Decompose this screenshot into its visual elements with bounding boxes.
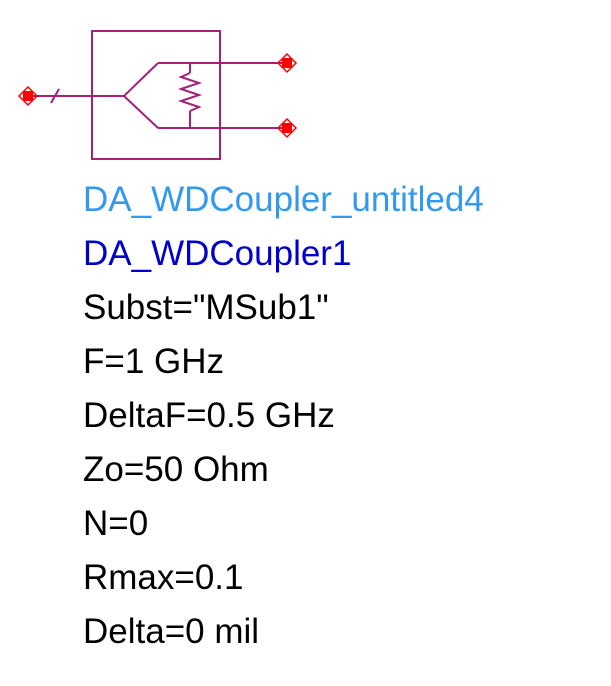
branch-lower — [123, 95, 159, 129]
pin-marker — [23, 91, 33, 101]
pin-marker — [282, 123, 292, 133]
param-f: F=1 GHz — [83, 342, 225, 381]
input-slash — [50, 88, 60, 104]
resistor-icon — [177, 72, 203, 112]
component-name: DA_WDCoupler_untitled4 — [83, 180, 484, 219]
pin-diamond — [276, 52, 298, 74]
param-zo: Zo=50 Ohm — [83, 450, 269, 489]
pin-marker — [282, 58, 292, 68]
param-n: N=0 — [83, 504, 149, 543]
param-deltaf: DeltaF=0.5 GHz — [83, 396, 335, 435]
param-subst: Subst="MSub1" — [83, 288, 329, 327]
output-pin-1[interactable] — [276, 52, 298, 74]
instance-name: DA_WDCoupler1 — [83, 234, 352, 273]
input-pin[interactable] — [17, 85, 39, 107]
branch-upper — [123, 62, 159, 97]
param-delta: Delta=0 mil — [83, 612, 260, 651]
param-rmax: Rmax=0.1 — [83, 558, 244, 597]
pin-diamond — [17, 85, 39, 107]
pin-diamond — [276, 117, 298, 139]
output-pin-2[interactable] — [276, 117, 298, 139]
coupler-symbol[interactable] — [0, 0, 340, 175]
